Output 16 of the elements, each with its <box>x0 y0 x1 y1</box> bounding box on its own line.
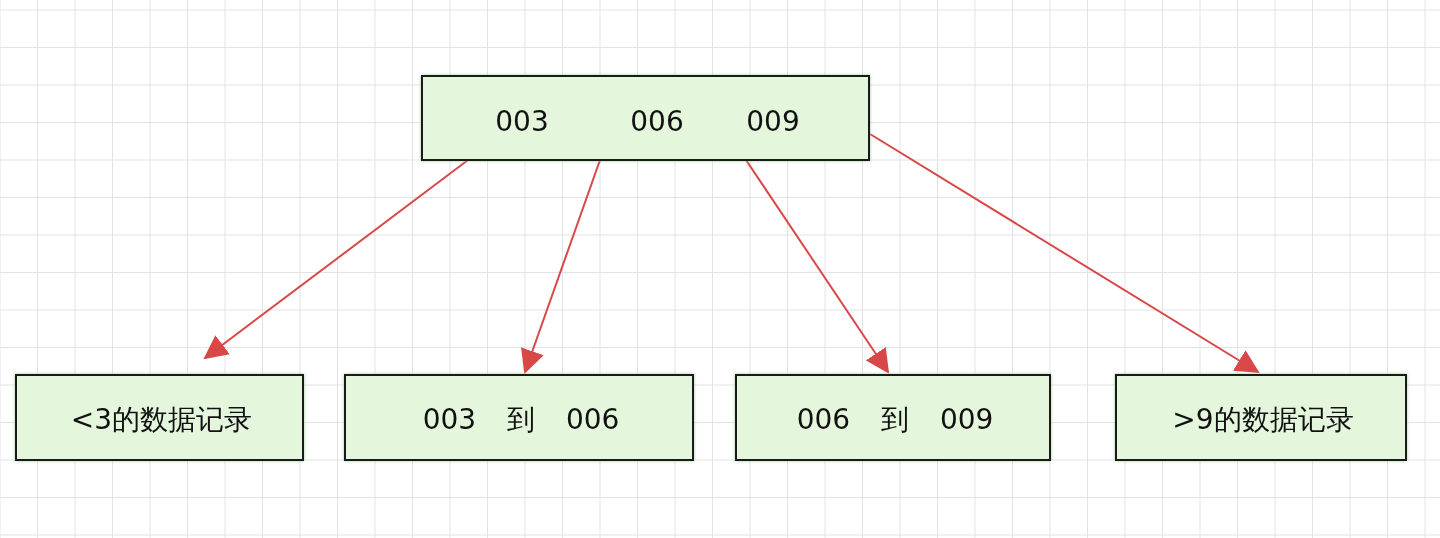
arrow <box>745 159 890 374</box>
arrow <box>869 133 1260 374</box>
record-box <box>1115 374 1407 461</box>
node-label: 006 到 009 <box>796 401 994 438</box>
arrow <box>521 159 601 374</box>
node-label: 003 到 006 <box>422 401 620 438</box>
record-box <box>735 374 1051 461</box>
key-label: 003 <box>495 104 549 138</box>
record-box <box>344 374 694 461</box>
record-box <box>421 75 870 161</box>
node-label: >9的数据记录 <box>1172 401 1354 438</box>
key-label: 009 <box>746 104 800 138</box>
key-label: 006 <box>630 104 684 138</box>
node-label: <3的数据记录 <box>70 401 253 438</box>
arrow <box>203 159 469 360</box>
record-box <box>15 374 304 461</box>
